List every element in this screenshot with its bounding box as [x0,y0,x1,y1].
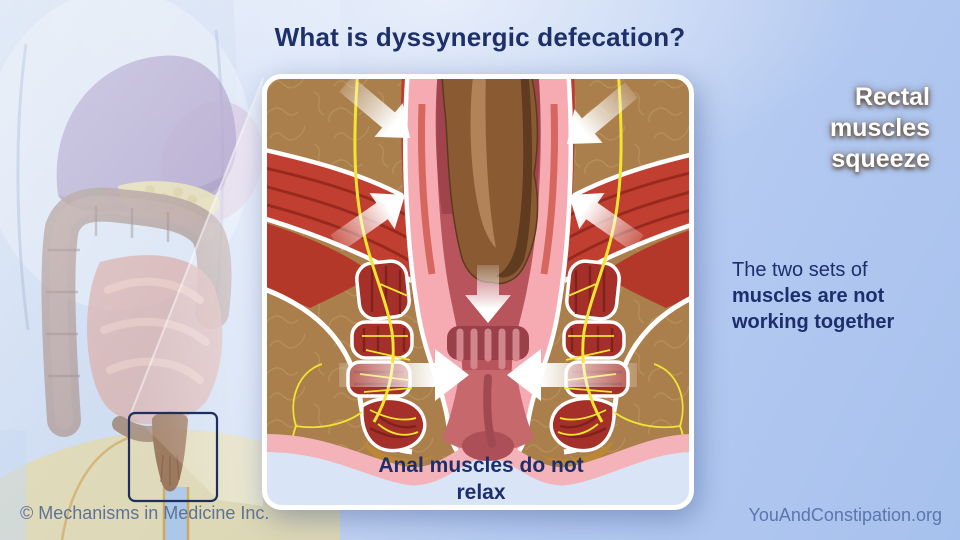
zoom-beam [131,78,263,506]
anal-columns [447,326,529,370]
anatomy-panel [262,74,694,510]
side-note-line1: The two sets of [732,259,868,281]
rectal-muscles-label: Rectal muscles squeeze [829,83,930,173]
panel-caption-area [266,451,690,506]
side-note-line2: muscles are not [732,285,885,307]
copyright-text: © Mechanisms in Medicine Inc. [20,503,270,523]
zoom-box [127,411,219,503]
side-note-line3: working together [732,311,895,333]
anal-muscles-label: Anal muscles do not relax [378,454,584,504]
anal-verge [462,431,514,461]
website-text: YouAndConstipation.org [748,505,942,525]
anatomy-panel-illustration [262,74,694,510]
stool-mass [441,78,539,285]
page-title: What is dyssynergic defecation? [274,22,686,52]
panel-border [262,74,694,510]
side-note: The two sets of muscles are not working … [732,257,922,335]
